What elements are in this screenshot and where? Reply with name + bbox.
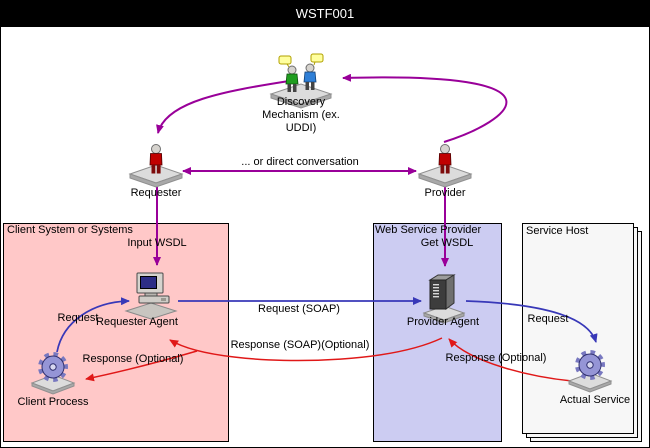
provider-label: Provider — [424, 187, 466, 199]
service-host-box-title: Service Host — [526, 225, 589, 237]
actual-service-icon — [567, 350, 613, 393]
discovery-people-icon — [269, 53, 333, 109]
web-service-provider-box — [373, 223, 502, 442]
requester-agent-icon — [124, 272, 178, 320]
request-left-label: Request — [57, 312, 99, 324]
title-bar: WSTF001 — [1, 1, 649, 27]
requester-label: Requester — [130, 187, 182, 199]
provider-icon — [417, 144, 473, 188]
requester-icon — [128, 144, 184, 188]
provider-agent-label: Provider Agent — [406, 316, 480, 328]
discovery-mechanism-label: Discovery Mechanism (ex. UDDI) — [262, 96, 340, 134]
request-right-label: Request — [527, 313, 569, 325]
client-system-box — [3, 223, 229, 442]
client-process-icon — [30, 352, 76, 395]
service-host-box — [522, 223, 634, 434]
request-soap-label: Request (SOAP) — [258, 303, 340, 315]
response-left-arrow — [85, 350, 198, 382]
web-service-provider-box-title: Web Service Provider — [375, 224, 482, 236]
response-soap-arrow — [169, 337, 443, 362]
response-soap-label: Response (SOAP)(Optional) — [230, 339, 370, 351]
input-wsdl-label: Input WSDL — [127, 237, 187, 249]
provider-request-arrow — [465, 300, 598, 343]
direct-conversation-label: ... or direct conversation — [241, 156, 359, 168]
provider-to-discovery-arrow — [342, 73, 508, 143]
provider-agent-icon — [422, 274, 466, 324]
response-left-label: Response (Optional) — [82, 353, 184, 365]
actual-service-label: Actual Service — [559, 394, 631, 406]
response-right-arrow — [448, 338, 573, 382]
client-process-label: Client Process — [17, 396, 89, 408]
response-right-label: Response (Optional) — [445, 352, 547, 364]
client-system-box-title: Client System or Systems — [7, 224, 133, 236]
discovery-to-requester-arrow — [156, 80, 290, 134]
client-request-arrow — [56, 297, 130, 353]
page-title: WSTF001 — [295, 6, 355, 21]
requester-agent-label: Requester Agent — [96, 316, 178, 328]
get-wsdl-label: Get WSDL — [420, 237, 474, 249]
